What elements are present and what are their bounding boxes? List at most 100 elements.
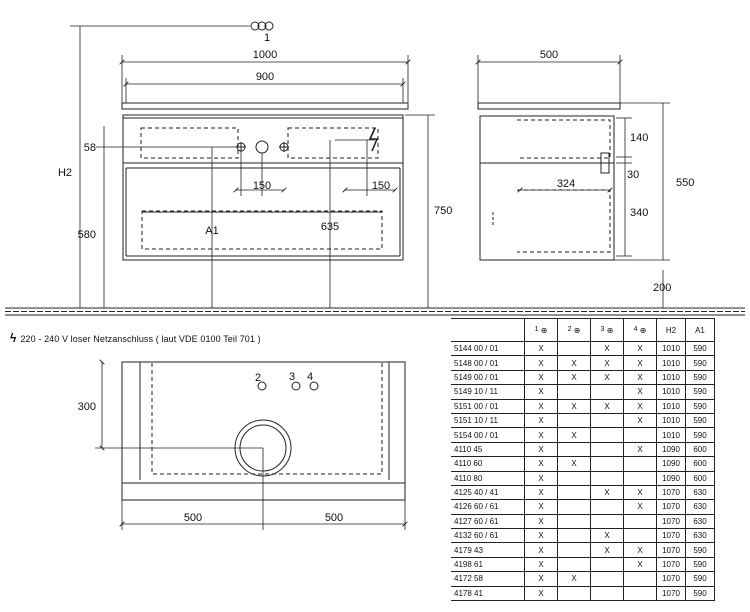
dim-h2: H2 <box>58 167 72 179</box>
table-cell-a1: 590 <box>685 571 715 587</box>
table-cell-a1: 590 <box>685 556 715 573</box>
table-cell-a1: 630 <box>685 528 715 544</box>
front-cabinet <box>122 114 404 261</box>
plan-view <box>121 361 406 501</box>
dim-750: 750 <box>434 205 452 217</box>
table-cell-code: 4179 43 <box>451 542 525 558</box>
table-cell-c2: X <box>557 456 591 472</box>
table-cell-code: 4110 45 <box>451 441 525 458</box>
table-cell-a1: 600 <box>685 456 715 472</box>
power-note-symbol: ϟ <box>10 331 17 345</box>
table-cell-h2: 1070 <box>656 484 686 501</box>
table-cell-a1: 590 <box>685 542 715 558</box>
dim-635: 635 <box>321 221 339 233</box>
dim-width-basin: 900 <box>256 71 274 83</box>
plan-label-3: 3 <box>289 371 295 383</box>
front-basin-top <box>121 102 409 110</box>
table-cell-c2 <box>557 441 591 458</box>
table-cell-c1: X <box>524 484 558 501</box>
table-cell-c4: X <box>623 484 657 501</box>
table-cell-c2 <box>557 499 591 515</box>
table-cell-code: 4132 60 / 61 <box>451 528 525 544</box>
table-header-1: 1 ⊕ <box>524 318 558 342</box>
table-cell-a1: 630 <box>685 484 715 501</box>
table-cell-c2 <box>557 556 591 573</box>
table-cell-c4: X <box>623 499 657 515</box>
dim-150-left: 150 <box>253 180 271 192</box>
table-cell-c4: X <box>623 369 657 386</box>
table-cell-h2: 1010 <box>656 384 686 400</box>
table-cell-h2: 1090 <box>656 470 686 486</box>
dim-200: 200 <box>653 282 671 294</box>
table-cell-code: 4127 60 / 61 <box>451 513 525 530</box>
table-cell-c3 <box>590 556 624 573</box>
table-cell-c3: X <box>590 542 624 558</box>
table-cell-h2: 1010 <box>656 369 686 386</box>
dim-depth: 500 <box>540 49 558 61</box>
table-cell-code: 4126 60 / 61 <box>451 499 525 515</box>
dim-580: 580 <box>78 229 96 241</box>
table-cell-code: 4172 58 <box>451 571 525 587</box>
side-cabinet <box>479 115 615 261</box>
table-cell-c3 <box>590 470 624 486</box>
table-cell-c1: X <box>524 542 558 558</box>
table-cell-code: 5144 00 / 01 <box>451 340 525 357</box>
table-cell-c3: X <box>590 398 624 414</box>
table-cell-c3 <box>590 585 624 602</box>
table-cell-c4: X <box>623 384 657 400</box>
table-cell-c2: X <box>557 355 591 371</box>
dim-500-right: 500 <box>325 512 343 524</box>
table-header-4: 4 ⊕ <box>623 318 657 342</box>
table-cell-c3 <box>590 427 624 443</box>
table-cell-c2 <box>557 470 591 486</box>
table-cell-c1: X <box>524 556 558 573</box>
table-cell-c4: X <box>623 412 657 429</box>
table-cell-a1: 590 <box>685 412 715 429</box>
table-cell-c2: X <box>557 427 591 443</box>
table-cell-c1: X <box>524 585 558 602</box>
dim-550: 550 <box>676 177 694 189</box>
table-cell-code: 5151 10 / 11 <box>451 412 525 429</box>
table-cell-c1: X <box>524 456 558 472</box>
table-cell-a1: 600 <box>685 441 715 458</box>
table-cell-c1: X <box>524 384 558 400</box>
table-cell-h2: 1010 <box>656 355 686 371</box>
table-cell-c4: X <box>623 542 657 558</box>
table-cell-c2 <box>557 384 591 400</box>
table-cell-code: 4110 60 <box>451 456 525 472</box>
dim-324: 324 <box>557 178 575 190</box>
table-cell-c4 <box>623 470 657 486</box>
table-cell-h2: 1070 <box>656 513 686 530</box>
table-cell-a1: 590 <box>685 369 715 386</box>
table-cell-c3 <box>590 441 624 458</box>
table-cell-c2 <box>557 585 591 602</box>
dim-58: 58 <box>84 142 96 154</box>
table-cell-c4 <box>623 456 657 472</box>
table-cell-h2: 1090 <box>656 456 686 472</box>
table-cell-c4: X <box>623 355 657 371</box>
table-cell-code: 5148 00 / 01 <box>451 355 525 371</box>
table-cell-h2: 1070 <box>656 571 686 587</box>
table-cell-c4 <box>623 571 657 587</box>
table-cell-c4: X <box>623 441 657 458</box>
table-cell-c4: X <box>623 340 657 357</box>
table-header-a1: A1 <box>685 318 715 342</box>
dim-width-total: 1000 <box>253 49 277 61</box>
table-header-code <box>451 318 525 342</box>
table-header-3: 3 ⊕ <box>590 318 624 342</box>
plan-cabinet <box>121 361 406 501</box>
table-cell-c3: X <box>590 369 624 386</box>
